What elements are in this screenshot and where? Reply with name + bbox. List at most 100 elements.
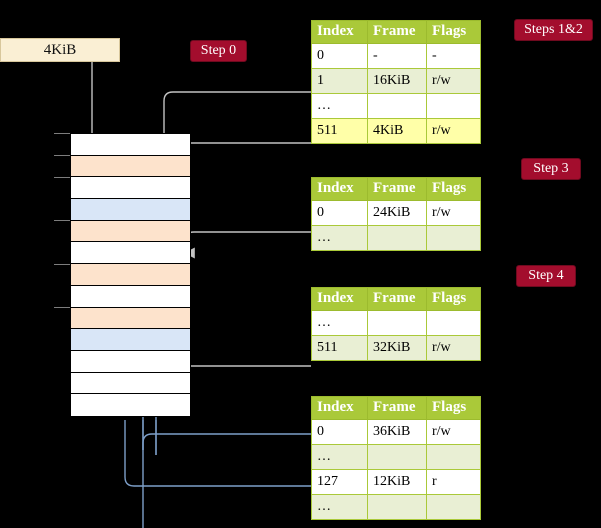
memory-frame-row — [71, 372, 190, 395]
index-cell: 1 — [311, 68, 368, 94]
wire-blue-t4r0-stem — [142, 433, 311, 528]
frame-cell — [367, 310, 427, 336]
table-row: … — [311, 444, 481, 470]
index-cell: 127 — [311, 469, 368, 495]
badge-step-0: Step 0 — [190, 40, 247, 62]
memory-frame-row — [71, 242, 190, 265]
table-3-header-flags: Flags — [426, 287, 481, 311]
index-cell: … — [311, 494, 368, 520]
frame-cell — [367, 93, 427, 119]
flags-cell — [426, 93, 481, 119]
flags-cell — [426, 444, 481, 470]
flags-cell: r/w — [426, 335, 481, 361]
table-row: … — [311, 225, 481, 251]
badge-step-4: Step 4 — [516, 265, 576, 287]
table-3-header-row: Index Frame Flags — [311, 287, 481, 311]
memory-frame-row — [71, 307, 190, 330]
table-4-header-flags: Flags — [426, 396, 481, 420]
flags-cell: r/w — [426, 118, 481, 144]
flags-cell — [426, 225, 481, 251]
index-cell: 0 — [311, 200, 368, 226]
flags-cell: r/w — [426, 200, 481, 226]
memory-frame-row — [71, 329, 190, 351]
badge-step-3: Step 3 — [521, 158, 581, 180]
memory-frame-row — [71, 264, 190, 286]
frame-cell: 4KiB — [367, 118, 427, 144]
flags-cell: r — [426, 469, 481, 495]
wire-t1r511-to-mem — [174, 142, 311, 166]
physical-memory-column — [70, 133, 191, 417]
table-row: 0-- — [311, 43, 481, 69]
table-4-header-index: Index — [311, 396, 368, 420]
memory-frame-row — [71, 134, 190, 156]
table-1-header-row: Index Frame Flags — [311, 20, 481, 44]
index-cell: 0 — [311, 419, 368, 445]
index-cell: … — [311, 93, 368, 119]
mem-tick-6 — [54, 264, 70, 265]
flags-cell: - — [426, 43, 481, 69]
memory-frame-row — [71, 350, 190, 373]
table-row: … — [311, 494, 481, 520]
table-1-header-index: Index — [311, 20, 368, 44]
source-frame-box: 4KiB — [0, 38, 120, 62]
frame-cell: 32KiB — [367, 335, 427, 361]
index-cell: … — [311, 225, 368, 251]
table-row: … — [311, 310, 481, 336]
frame-cell — [367, 225, 427, 251]
wire-t1r511-down2 — [184, 231, 311, 259]
memory-frame-row — [71, 155, 190, 178]
index-cell: … — [311, 444, 368, 470]
memory-frame-row — [71, 394, 190, 416]
frame-cell: - — [367, 43, 427, 69]
mem-tick-2 — [54, 177, 70, 178]
memory-frame-row — [71, 220, 190, 243]
table-2-header-row: Index Frame Flags — [311, 177, 481, 201]
index-cell: 0 — [311, 43, 368, 69]
frame-cell — [367, 494, 427, 520]
wire-blue-t4r127-stem — [124, 440, 311, 487]
flags-cell: r/w — [426, 419, 481, 445]
mem-tick-4 — [54, 220, 70, 221]
flags-cell: r/w — [426, 68, 481, 94]
index-cell: … — [311, 310, 368, 336]
flags-cell — [426, 494, 481, 520]
table-3-header-index: Index — [311, 287, 368, 311]
memory-frame-row — [71, 177, 190, 200]
table-3-header-frame: Frame — [367, 287, 427, 311]
mem-tick-8 — [54, 307, 70, 308]
table-row: … — [311, 93, 481, 119]
table-2-header-flags: Flags — [426, 177, 481, 201]
frame-cell: 24KiB — [367, 200, 427, 226]
mem-tick-1 — [54, 155, 70, 156]
frame-cell: 12KiB — [367, 469, 427, 495]
table-4-header-row: Index Frame Flags — [311, 396, 481, 420]
table-2-header-frame: Frame — [367, 177, 427, 201]
flags-cell — [426, 310, 481, 336]
table-4-header-frame: Frame — [367, 396, 427, 420]
frame-cell — [367, 444, 427, 470]
table-2-header-index: Index — [311, 177, 368, 201]
mem-tick-0 — [54, 133, 70, 134]
index-cell: 511 — [311, 335, 368, 361]
frame-cell: 36KiB — [367, 419, 427, 445]
memory-frame-row — [71, 199, 190, 221]
table-1-header-flags: Flags — [426, 20, 481, 44]
table-1-header-frame: Frame — [367, 20, 427, 44]
frame-cell: 16KiB — [367, 68, 427, 94]
source-frame-label: 4KiB — [43, 41, 77, 58]
